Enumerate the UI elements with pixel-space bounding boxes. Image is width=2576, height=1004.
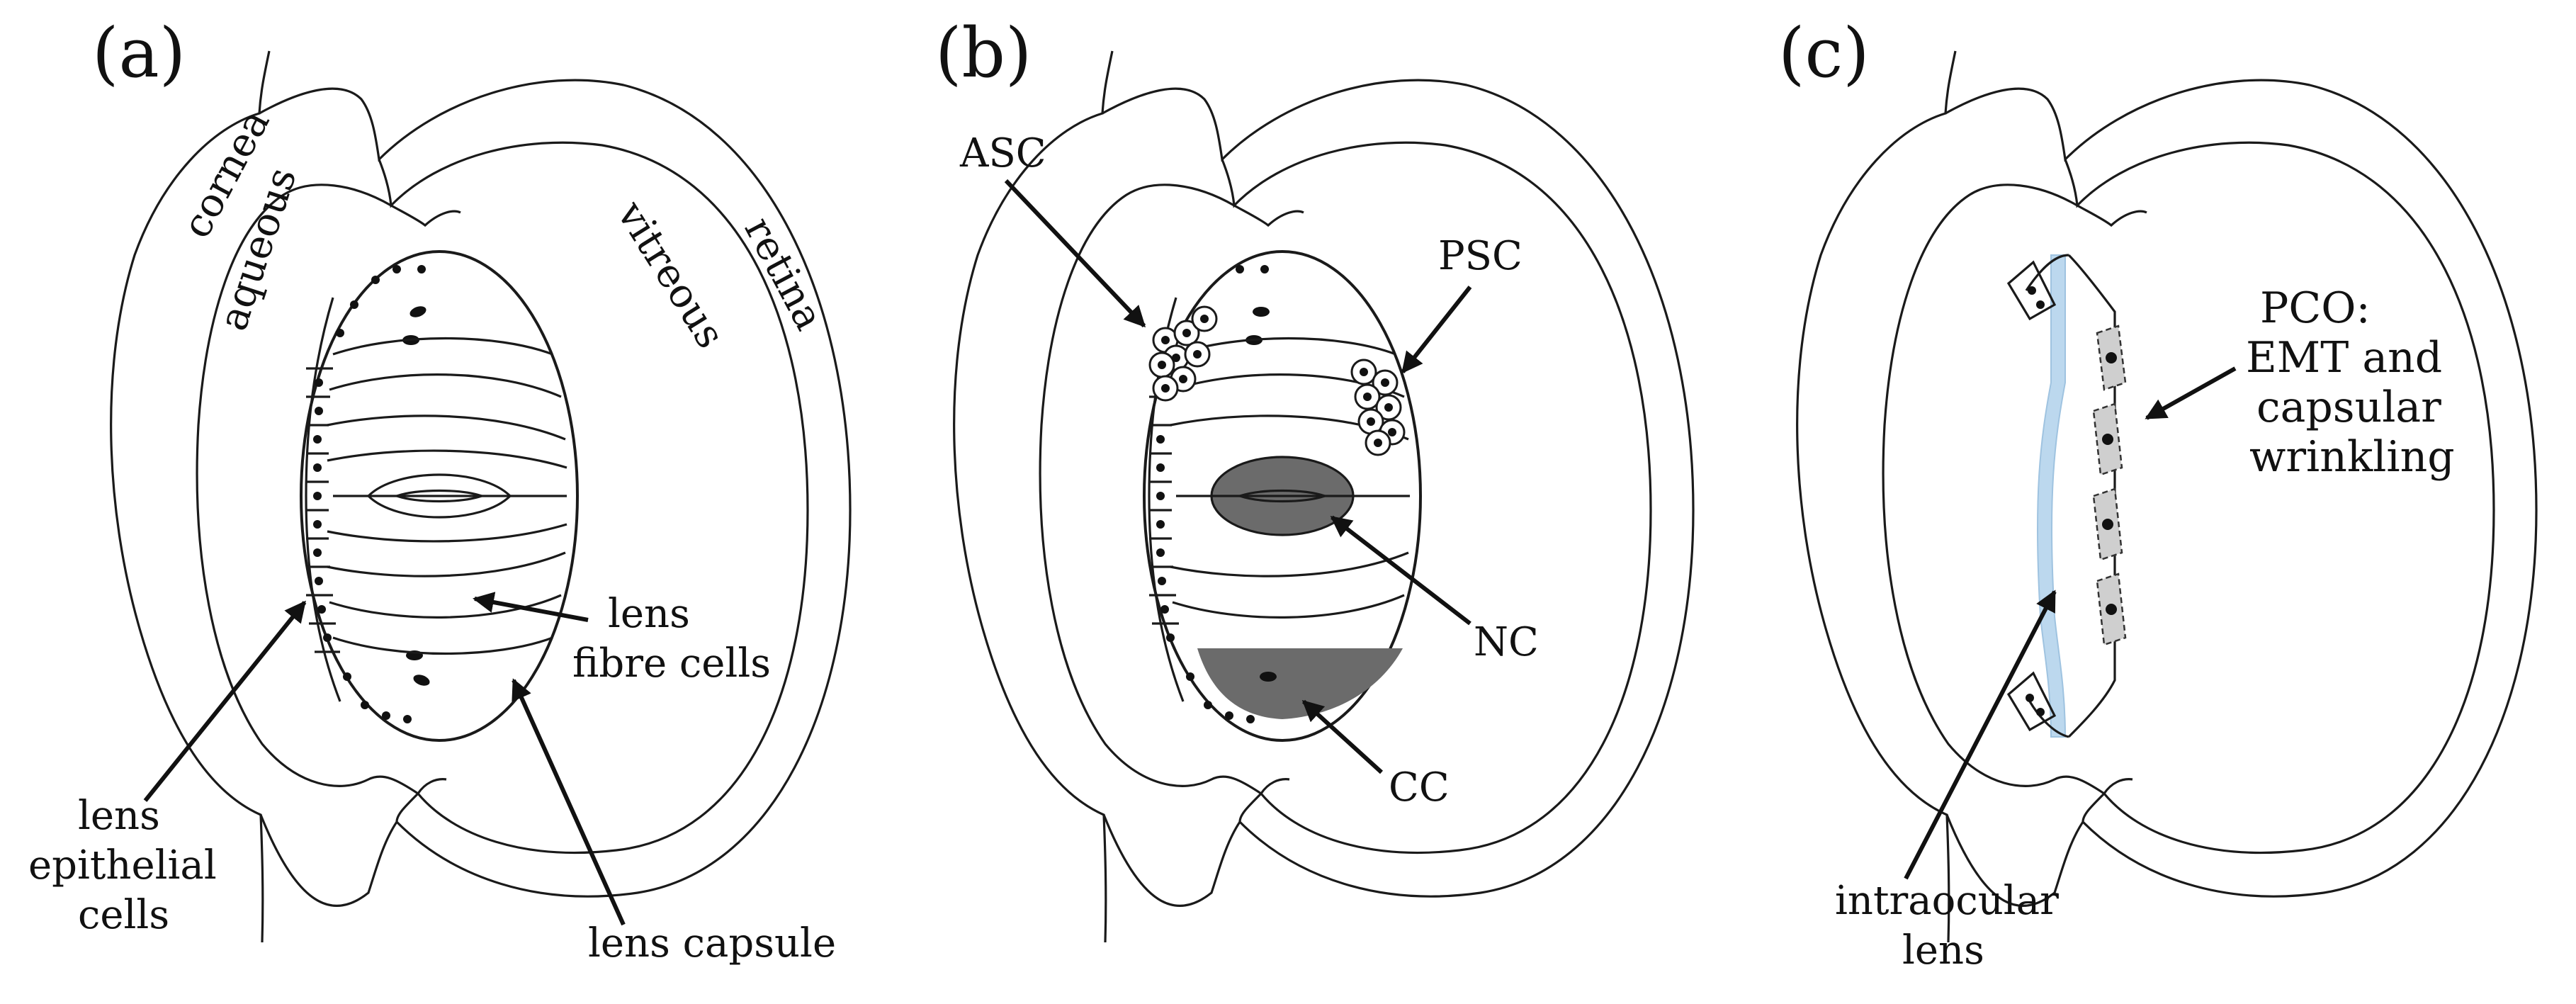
arrow-capsule bbox=[512, 678, 626, 926]
panel-label-b: (b) bbox=[935, 13, 1032, 93]
arrow-epithelial bbox=[143, 600, 307, 802]
label-pco-1: PCO: bbox=[2260, 283, 2371, 333]
label-pco-4: wrinkling bbox=[2249, 432, 2455, 482]
intraocular-lens-fill bbox=[2036, 254, 2067, 738]
panel-a: (a) bbox=[28, 13, 852, 966]
label-fibre-2: fibre cells bbox=[572, 641, 771, 687]
arrow-iol bbox=[1904, 590, 2057, 880]
label-epi-2: epithelial bbox=[28, 842, 217, 889]
label-nc: NC bbox=[1474, 619, 1539, 665]
label-pco-2: EMT and bbox=[2246, 333, 2442, 383]
label-vitreous: vitreous bbox=[608, 193, 734, 356]
capsular-bag-c bbox=[2006, 254, 2127, 738]
arrow-asc bbox=[1004, 179, 1146, 328]
label-retina: retina bbox=[735, 210, 832, 337]
label-pco-3: capsular bbox=[2256, 383, 2441, 432]
panel-label-c: (c) bbox=[1778, 13, 1870, 93]
label-iol-1: intraocular bbox=[1835, 878, 2059, 924]
arrow-psc bbox=[1401, 286, 1472, 374]
arrow-cc bbox=[1301, 699, 1384, 774]
arrow-pco bbox=[2145, 366, 2237, 420]
lens-a bbox=[300, 250, 579, 742]
label-lens-capsule: lens capsule bbox=[588, 920, 836, 966]
arrow-nc bbox=[1330, 515, 1471, 626]
cortical-cataract-fill bbox=[1197, 648, 1403, 719]
panel-c: (c) bbox=[1778, 13, 2538, 974]
label-cc: CC bbox=[1389, 765, 1450, 811]
panel-label-a: (a) bbox=[92, 13, 186, 93]
label-psc: PSC bbox=[1438, 233, 1523, 279]
label-fibre-1: lens bbox=[608, 591, 690, 637]
arrow-fibre bbox=[473, 592, 589, 622]
panel-b: (b) bbox=[935, 13, 1695, 944]
label-iol-2: lens bbox=[1902, 927, 1984, 974]
label-epi-3: cells bbox=[78, 892, 169, 938]
eye-outline-c bbox=[1796, 50, 2538, 944]
label-asc: ASC bbox=[959, 130, 1046, 176]
lens-b bbox=[1143, 250, 1422, 742]
